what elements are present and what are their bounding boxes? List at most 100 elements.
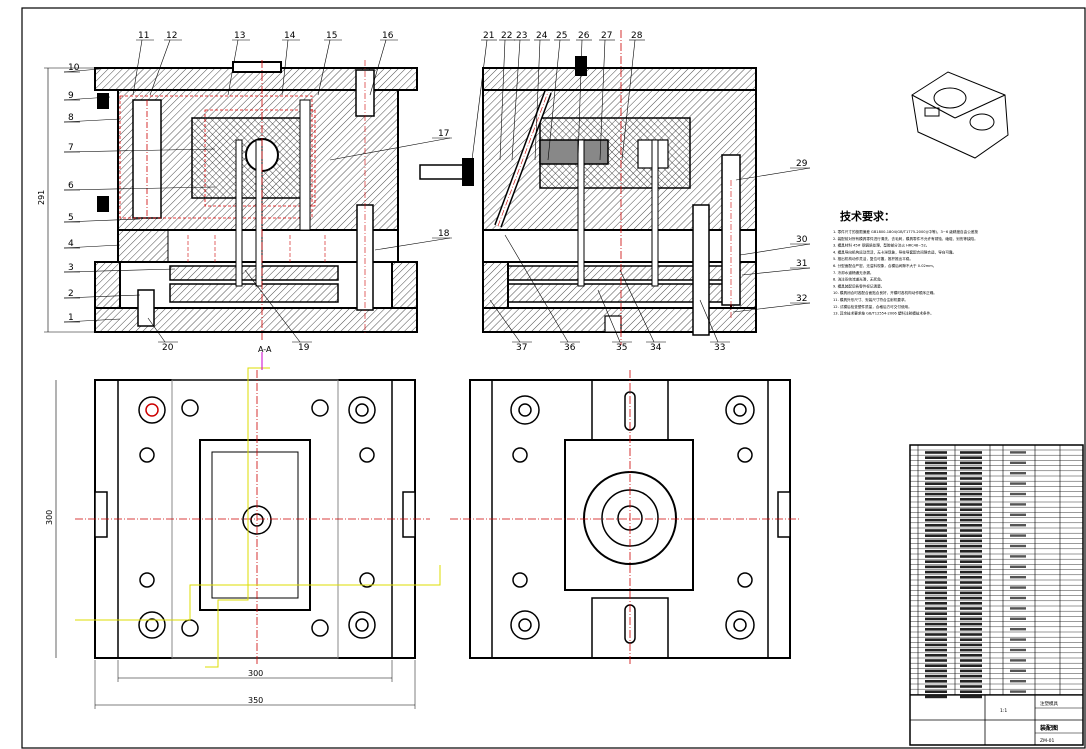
callout-15: 15 <box>317 31 342 96</box>
callout-label: 18 <box>438 229 450 239</box>
callout-29: 29 <box>735 159 811 181</box>
callout-21: 21 <box>471 31 497 161</box>
callout-2: 2 <box>63 289 141 299</box>
callout-36: 36 <box>504 234 580 353</box>
callout-4: 4 <box>63 239 121 249</box>
note-line: 8. 浇注系统流道光滑，无死角。 <box>833 277 884 282</box>
callout-label: 20 <box>162 343 174 353</box>
callout-14: 14 <box>281 31 300 96</box>
note-line: 5. 推出机构动作灵活，复位可靠，推杆推出平稳。 <box>833 256 913 261</box>
callout-26: 26 <box>576 31 592 161</box>
callout-label: 15 <box>326 31 337 41</box>
callout-label: 13 <box>234 31 245 41</box>
callout-25: 25 <box>547 31 570 161</box>
note-line: 10. 模具闭合时各配合面贴合良好，开模时各机构动作顺序正确。 <box>833 290 937 295</box>
callout-label: 8 <box>68 113 74 123</box>
callout-22: 22 <box>499 31 515 161</box>
callout-label: 36 <box>564 343 576 353</box>
callout-28: 28 <box>621 31 645 161</box>
callout-1: 1 <box>63 313 121 323</box>
callout-19: 19 <box>244 269 312 353</box>
title-block-sheet: ZM-01 <box>1040 738 1054 744</box>
callout-18: 18 <box>374 229 452 251</box>
note-line: 11. 模具外形尺寸、安装尺寸符合注射机要求。 <box>833 297 908 302</box>
callout-label: 31 <box>796 259 807 269</box>
callout-label: 16 <box>382 31 394 41</box>
callout-20: 20 <box>147 317 178 353</box>
part-isometric-view <box>911 71 1009 159</box>
callout-label: 6 <box>68 181 74 191</box>
note-line: 12. 试模后检查塑件质量，合格后方可交付使用。 <box>833 304 912 309</box>
callout-label: 25 <box>556 31 567 41</box>
callout-label: 17 <box>438 129 449 139</box>
plan-view-right <box>450 370 800 665</box>
callout-label: 33 <box>714 343 725 353</box>
title-block-scale: 1:1 <box>1000 708 1007 714</box>
callout-label: 24 <box>536 31 548 41</box>
callout-label: 5 <box>68 213 74 223</box>
callout-label: 21 <box>483 31 494 41</box>
title-block <box>909 444 1084 746</box>
callout-label: 12 <box>166 31 177 41</box>
callout-label: 10 <box>68 63 80 73</box>
note-line: 13. 其余技术要求按 GB/T12554-2006 塑料注射模技术条件。 <box>833 311 934 316</box>
title-block-drawing-name: 装配图 <box>1039 724 1058 732</box>
dimension-width-outer: 350 <box>248 696 263 705</box>
technical-requirements-title: 技术要求： <box>840 209 895 223</box>
callout-11: 11 <box>132 31 154 96</box>
title-block-project: 注塑模具 <box>1040 700 1058 707</box>
callout-16: 16 <box>369 31 398 96</box>
note-line: 1. 零件尺寸的极限偏差 GB1800-1804(GB/T1775-2000)(… <box>833 229 978 234</box>
callout-label: 30 <box>796 235 808 245</box>
callout-label: 22 <box>501 31 512 41</box>
callout-label: 29 <box>796 159 808 169</box>
callout-30: 30 <box>739 235 811 256</box>
note-line: 2. 装配前对所有模具零件进行清洗，去毛刺，模具零件不允许有锈蚀、磕碰、划伤等缺… <box>833 236 978 241</box>
callout-label: 23 <box>516 31 527 41</box>
callout-24: 24 <box>534 31 550 161</box>
note-line: 3. 模具材料 45# 钢调质处理，型腔部分淬火 HRC48~52。 <box>833 243 929 248</box>
note-line: 6. 分型面配合严密，无溢料现象，合模后间隙不大于 0.02mm。 <box>833 263 936 268</box>
front-section-left <box>44 60 418 340</box>
dimension-height-front: 291 <box>37 190 46 205</box>
callout-label: 2 <box>68 289 74 299</box>
callout-label: 19 <box>298 343 310 353</box>
callout-32: 32 <box>732 294 811 313</box>
callout-label: 7 <box>68 143 74 153</box>
callout-label: 35 <box>616 343 627 353</box>
note-line: 7. 冷却水道畅通无渗漏。 <box>833 270 874 275</box>
callout-23: 23 <box>511 31 530 161</box>
callout-label: 14 <box>284 31 296 41</box>
sheet-border <box>21 7 1086 749</box>
callout-7: 7 <box>63 143 216 153</box>
callout-label: 27 <box>601 31 612 41</box>
front-section-right <box>419 30 757 345</box>
callout-label: 1 <box>68 313 74 323</box>
note-line: 9. 模具装配后各零件标记清楚。 <box>833 283 884 288</box>
callout-label: 9 <box>68 91 74 101</box>
plan-view-left <box>55 352 441 709</box>
callout-label: 28 <box>631 31 643 41</box>
dimension-height-plan: 300 <box>45 510 54 525</box>
technical-requirements-list: 1. 零件尺寸的极限偏差 GB1800-1804(GB/T1775-2000)(… <box>833 229 978 316</box>
callout-8: 8 <box>63 113 121 123</box>
callout-label: 26 <box>578 31 590 41</box>
note-line: 4. 模具导向机构运动灵活，无卡滞现象，导柱导套配合间隙合适，导向可靠。 <box>833 249 956 254</box>
callout-31: 31 <box>741 259 811 276</box>
callout-3: 3 <box>63 263 176 273</box>
callout-13: 13 <box>227 31 250 96</box>
callout-label: 11 <box>138 31 149 41</box>
callout-label: 3 <box>68 263 74 273</box>
callout-35: 35 <box>597 289 632 353</box>
callout-33: 33 <box>699 299 730 353</box>
section-mark-a: A-A <box>258 345 272 354</box>
callout-label: 4 <box>68 239 74 249</box>
callout-6: 6 <box>63 181 216 191</box>
callout-label: 34 <box>650 343 662 353</box>
callout-label: 37 <box>516 343 527 353</box>
callout-37: 37 <box>489 299 532 353</box>
callout-34: 34 <box>619 269 666 353</box>
callout-17: 17 <box>329 129 452 161</box>
callout-27: 27 <box>599 31 615 161</box>
